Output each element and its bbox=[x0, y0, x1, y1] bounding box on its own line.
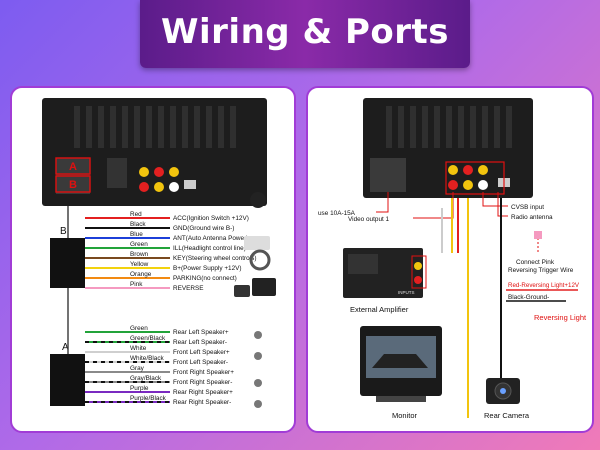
head-unit-rear bbox=[363, 98, 533, 198]
external-amplifier-label: External Amplifier bbox=[350, 305, 409, 314]
wire-function-label: ILL(Headlight control line) bbox=[173, 245, 246, 252]
wire-function-label: KEY(Steering wheel controls) bbox=[173, 255, 256, 262]
wire-function-label: GND(Ground wire B-) bbox=[173, 225, 234, 232]
wire-color-label: Red bbox=[130, 211, 142, 218]
wire-color-label: Blue bbox=[130, 231, 143, 238]
car-battery-icon bbox=[252, 278, 276, 296]
wire-color-label: Gray/Black bbox=[130, 375, 162, 382]
wire-color-label: Yellow bbox=[130, 261, 149, 268]
port-a-highlight bbox=[55, 157, 91, 175]
cvsb-input-label: CVSB input bbox=[511, 204, 544, 211]
connect-pink-label: Connect Pink bbox=[516, 259, 555, 266]
wire-function-label: Front Right Speaker- bbox=[173, 379, 232, 386]
wire-color-label: Pink bbox=[130, 281, 143, 288]
wire-function-label: Rear Left Speaker+ bbox=[173, 329, 229, 336]
wire-function-label: B+(Power Supply +12V) bbox=[173, 265, 242, 272]
red-wire-label: Red-Reversing Light+12V bbox=[508, 282, 580, 289]
pink-wire-connector-icon bbox=[534, 231, 542, 239]
wire-color-label: White bbox=[130, 345, 147, 352]
wire-color-label: Purple bbox=[130, 385, 149, 392]
head-unit-rear bbox=[42, 98, 267, 206]
reversing-trigger-label: Reversing Trigger Wire bbox=[508, 267, 574, 274]
wire-color-label: Purple/Black bbox=[130, 395, 167, 402]
page-title: Wiring & Ports bbox=[161, 12, 449, 52]
antenna-module-icon bbox=[244, 236, 270, 250]
rca-port-highlight bbox=[445, 161, 505, 195]
reverse-camera-icon bbox=[234, 285, 250, 297]
ports-diagram: use 10A-15A Video output 1 CVSB input Ra… bbox=[318, 98, 587, 420]
connector-b bbox=[50, 238, 85, 288]
steering-wheel-icon bbox=[249, 249, 271, 271]
connector-a bbox=[50, 354, 85, 406]
wire-color-label: Black bbox=[130, 221, 146, 228]
wire-color-label: White/Black bbox=[130, 355, 165, 362]
external-amplifier-icon bbox=[343, 248, 423, 298]
wire-color-label: Green bbox=[130, 241, 148, 248]
wire-function-label: REVERSE bbox=[173, 285, 204, 292]
ports-panel: use 10A-15A Video output 1 CVSB input Ra… bbox=[306, 86, 594, 433]
wire-function-label: Front Right Speaker+ bbox=[173, 369, 234, 376]
port-b-label: B bbox=[69, 179, 77, 191]
ignition-icon bbox=[250, 192, 266, 208]
wire-function-label: Front Left Speaker- bbox=[173, 359, 228, 366]
video-output-label: Video output 1 bbox=[348, 216, 390, 223]
port-a-label: A bbox=[69, 161, 77, 173]
wire-function-label: ANT(Auto Antenna Power) bbox=[173, 235, 248, 242]
rear-camera-label: Rear Camera bbox=[484, 411, 530, 420]
wire-function-label: Rear Right Speaker+ bbox=[173, 389, 233, 396]
wire-function-label: Rear Right Speaker- bbox=[173, 399, 231, 406]
port-b-highlight bbox=[55, 175, 91, 193]
wire-color-label: Orange bbox=[130, 271, 152, 278]
wire-color-label: Brown bbox=[130, 251, 149, 258]
wire-function-label: PARKING(no connect) bbox=[173, 275, 237, 282]
speaker-icon bbox=[254, 352, 262, 360]
wire-color-label: Green/Black bbox=[130, 335, 166, 342]
radio-antenna-label: Radio antenna bbox=[511, 214, 553, 221]
title-banner: Wiring & Ports bbox=[140, 0, 470, 68]
wire-color-label: Green bbox=[130, 325, 148, 332]
wire-color-label: Gray bbox=[130, 365, 145, 372]
connector-b-label: B bbox=[60, 226, 67, 237]
wire-function-label: Rear Left Speaker- bbox=[173, 339, 227, 346]
speaker-icon bbox=[254, 379, 262, 387]
amp-inputs-label: INPUTS bbox=[398, 290, 415, 295]
rear-camera-icon bbox=[486, 378, 520, 404]
reversing-light-label: Reversing Light bbox=[534, 313, 587, 322]
wire-function-label: ACC(Ignition Switch +12V) bbox=[173, 215, 249, 222]
monitor-icon bbox=[360, 326, 442, 402]
speaker-icon bbox=[254, 400, 262, 408]
fuse-label: use 10A-15A bbox=[318, 210, 356, 217]
monitor-label: Monitor bbox=[392, 411, 418, 420]
connector-a-label: A bbox=[62, 342, 69, 353]
wire-function-label: Front Left Speaker+ bbox=[173, 349, 230, 356]
speaker-icon bbox=[254, 331, 262, 339]
black-wire-label: Black-Ground- bbox=[508, 294, 549, 301]
